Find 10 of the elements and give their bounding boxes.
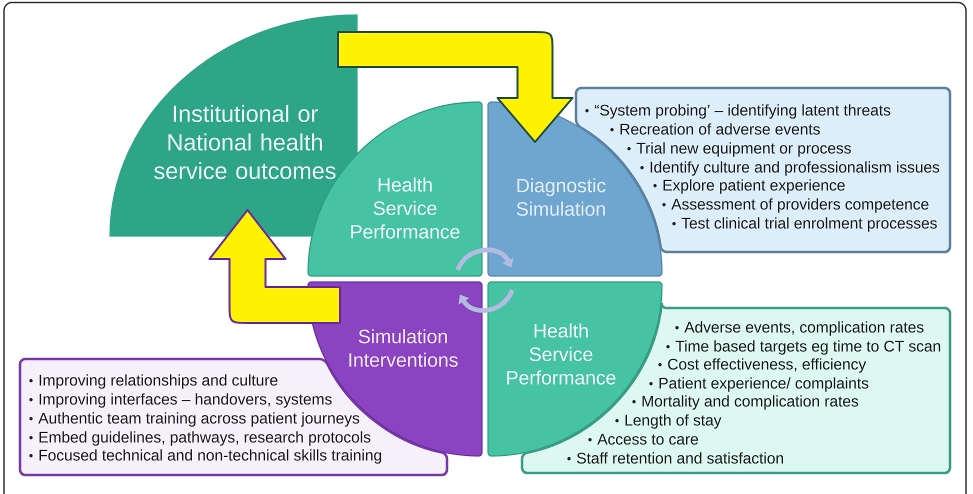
- block-arrow: [337, 31, 574, 143]
- list-item: Time based targets eg time to CT scan: [676, 340, 940, 355]
- list-item: Test clinical trial enrolment processes: [682, 217, 937, 232]
- list-item: Cost effectiveness, efficiency: [668, 358, 866, 373]
- list-item: Improving relationships and culture: [40, 374, 278, 389]
- curved-arrow: [456, 248, 514, 272]
- list-item: Adverse events, complication rates: [684, 321, 924, 336]
- block-arrow: [208, 209, 341, 324]
- list-item: Explore patient experience: [664, 179, 845, 194]
- list-item: Assessment of providers competence: [671, 198, 928, 213]
